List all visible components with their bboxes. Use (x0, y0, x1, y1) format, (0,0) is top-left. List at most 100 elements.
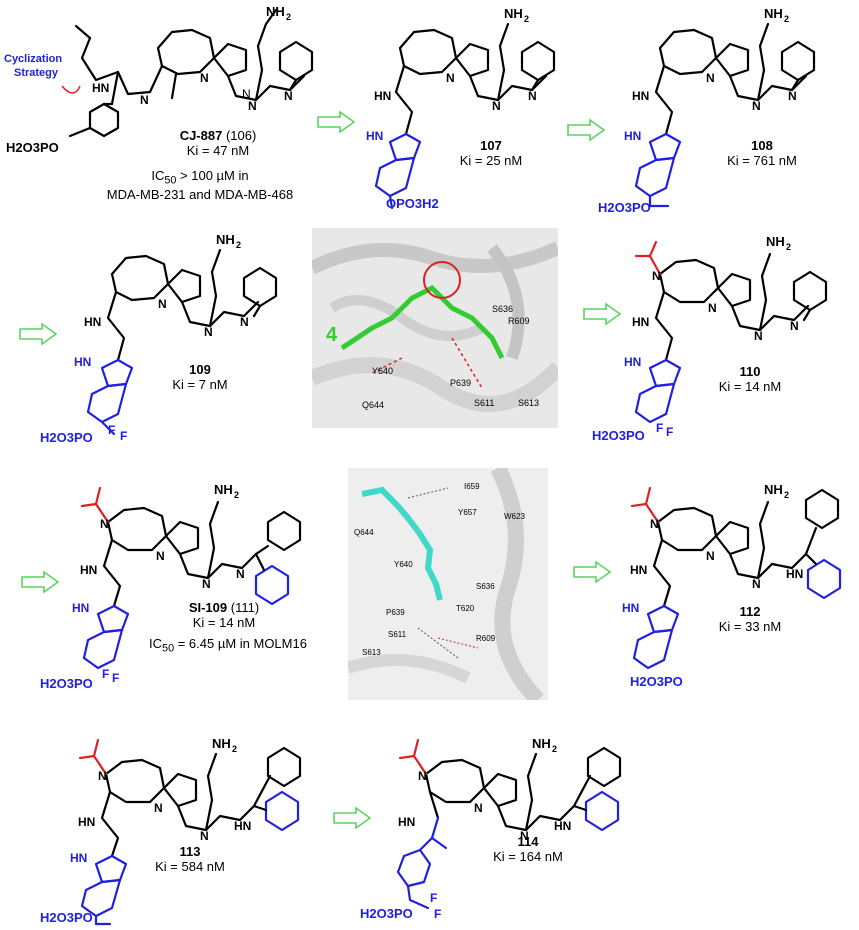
structure-107: NH 2 HN N N N HN (366, 6, 556, 210)
svg-text:N: N (98, 769, 107, 783)
residue-label: S611 (474, 398, 495, 408)
svg-text:HN: HN (70, 851, 87, 865)
svg-text:NH: NH (764, 482, 783, 497)
residue-label: T620 (456, 604, 475, 613)
id-114: 114 (517, 834, 539, 849)
h2o3po-110: H2O3PO (592, 428, 645, 443)
highlight-circle (423, 261, 461, 299)
residue-label: Q644 (362, 400, 385, 410)
svg-text:N: N (204, 325, 213, 339)
arrow-right-icon (567, 118, 606, 142)
svg-text:N: N (706, 549, 715, 563)
residue-label: P639 (450, 378, 472, 388)
svg-text:HN: HN (632, 315, 649, 329)
id-109: 109 (189, 362, 211, 377)
ki-109: Ki = 7 nM (172, 377, 228, 392)
svg-text:F: F (112, 671, 119, 685)
residue-label: S613 (518, 398, 540, 408)
svg-text:NH: NH (532, 736, 551, 751)
svg-text:NH: NH (504, 6, 523, 21)
ligand-trace (340, 284, 505, 360)
complex-image-111: I659 Y657 W623 Q644 Y640 S636 T620 P639 … (348, 468, 548, 700)
arrow-right-icon (333, 806, 372, 830)
cyclization-label-2: Strategy (14, 67, 59, 79)
svg-text:2: 2 (234, 490, 239, 500)
residue-label: Y640 (372, 366, 394, 376)
svg-text:N: N (708, 301, 717, 315)
paren-106: (106) (225, 128, 257, 143)
svg-text:HN: HN (74, 355, 91, 369)
structure-113: NH 2 N HN N N HN HN (70, 736, 302, 926)
svg-text:HN: HN (398, 815, 415, 829)
svg-text:HN: HN (84, 315, 101, 329)
ligand-label: 4 (326, 324, 338, 346)
complex-image-4: 4 S636 R609 Y640 P639 Q644 S611 S613 (312, 228, 558, 428)
ic50-111: IC50 = 6.45 µM in MOLM16 (149, 636, 307, 655)
svg-text:HN: HN (632, 89, 649, 103)
svg-text:2: 2 (786, 242, 791, 252)
arrow-right-icon (19, 322, 58, 346)
residue-label: R609 (476, 634, 496, 643)
h2o3po-113: H2O3PO (40, 910, 93, 925)
svg-text:N: N (788, 89, 797, 103)
h2o3po-111: H2O3PO (40, 676, 93, 691)
arrow-right-icon (21, 570, 60, 594)
residue-label: I659 (464, 482, 480, 491)
svg-text:N: N (248, 99, 257, 113)
residue-label: Q644 (354, 528, 374, 537)
svg-text:N: N (752, 577, 761, 591)
residue-label: S636 (492, 304, 514, 314)
label-107: 107 Ki = 25 nM (446, 138, 536, 168)
svg-text:F: F (102, 667, 109, 681)
h2o3po-106: H2O3PO (6, 140, 59, 155)
label-106: CJ-887 (106) Ki = 47 nM (128, 128, 308, 158)
residue-label: P639 (386, 608, 405, 617)
residue-label: S613 (362, 648, 381, 657)
svg-text:NH: NH (212, 736, 231, 751)
svg-text:N: N (652, 269, 661, 283)
cyclization-arrow-icon (61, 85, 81, 94)
structure-111: NH 2 N HN N N N HN F F (72, 482, 302, 685)
residue-label: W623 (504, 512, 525, 521)
svg-text:HN: HN (622, 601, 639, 615)
structure-112: NH 2 N HN N N HN HN (622, 482, 842, 670)
svg-text:N: N (202, 577, 211, 591)
paren-111: (111) (230, 600, 260, 615)
structure-114: NH 2 N HN N N HN F F (396, 736, 622, 921)
label-108: 108 Ki = 761 nM (712, 138, 812, 168)
svg-text:N: N (158, 297, 167, 311)
svg-text:HN: HN (234, 819, 251, 833)
ki-113: Ki = 584 nM (155, 859, 225, 874)
label-109: 109 Ki = 7 nM (150, 362, 250, 392)
ic50-106: IC50 > 100 µM in MDA-MB-231 and MDA-MB-4… (106, 168, 294, 202)
svg-text:HN: HN (374, 89, 391, 103)
svg-text:N: N (754, 329, 763, 343)
svg-text:2: 2 (784, 490, 789, 500)
svg-text:HN: HN (554, 819, 571, 833)
svg-text:N: N (100, 517, 109, 531)
label-114: 114 Ki = 164 nM (478, 834, 578, 864)
cyclization-label-1: Cyclization (4, 53, 62, 65)
structure-109: NH 2 HN N N N HN F F (74, 232, 278, 443)
svg-text:2: 2 (524, 14, 529, 24)
label-110: 110 Ki = 14 nM (700, 364, 800, 394)
svg-text:F: F (108, 423, 115, 437)
svg-text:HN: HN (786, 567, 803, 581)
opo3h2-107: OPO3H2 (386, 196, 439, 211)
svg-text:F: F (120, 429, 127, 443)
svg-text:HN: HN (366, 129, 383, 143)
residue-label: S636 (476, 582, 495, 591)
id-111: SI-109 (188, 600, 228, 615)
atom-nh2: NH (266, 4, 285, 19)
svg-text:N: N (446, 71, 455, 85)
arrow-right-icon (317, 110, 356, 134)
ki-107: Ki = 25 nM (459, 153, 523, 168)
svg-text:HN: HN (80, 563, 97, 577)
id-110: 110 (739, 364, 761, 379)
id-113: 113 (179, 844, 201, 859)
ki-114: Ki = 164 nM (493, 849, 563, 864)
svg-text:N: N (528, 89, 537, 103)
svg-text:2: 2 (784, 14, 789, 24)
atom-hn: HN (92, 81, 109, 95)
svg-text:2: 2 (286, 12, 291, 22)
